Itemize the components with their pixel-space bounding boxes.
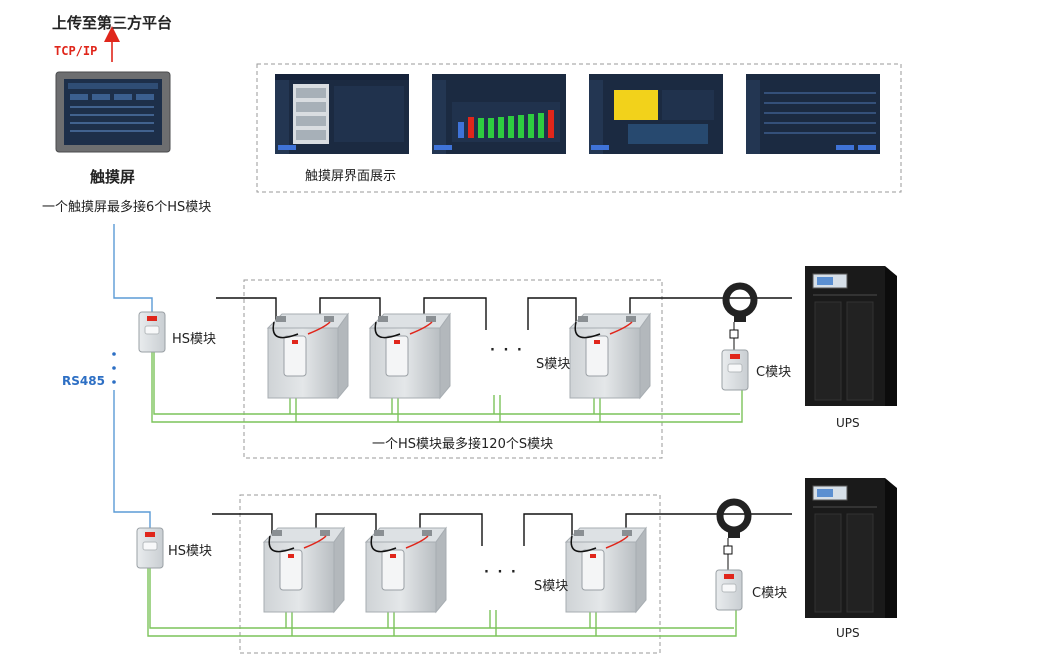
screen-thumb-2 <box>432 74 566 154</box>
group2-ellipsis: · · · <box>484 565 518 580</box>
group2-frame <box>239 494 661 654</box>
s-module-battery-icon <box>365 527 447 613</box>
current-sensor-icon <box>726 286 754 322</box>
hs-module-icon <box>138 311 166 353</box>
screen-thumb-4 <box>746 74 880 154</box>
group2-c-label: C模块 <box>752 586 788 601</box>
group1-capacity-note: 一个HS模块最多接120个S模块 <box>372 437 554 452</box>
protocol-label: TCP/IP <box>54 44 98 58</box>
group2-ups-label: UPS <box>836 626 860 640</box>
s-module-battery-icon <box>565 527 647 613</box>
group2-s-label: S模块 <box>534 579 569 594</box>
s-module-battery-icon <box>267 313 349 399</box>
touchscreen-capacity-note: 一个触摸屏最多接6个HS模块 <box>42 200 212 215</box>
screen-thumb-3 <box>589 74 723 154</box>
group2-hs-label: HS模块 <box>168 544 213 559</box>
touchscreen-title: 触摸屏 <box>90 168 136 186</box>
hs-module-icon <box>136 527 164 569</box>
ups-cabinet-icon <box>804 477 898 619</box>
group1-s-label: S模块 <box>536 357 571 372</box>
c-module-icon <box>721 349 749 391</box>
screen-thumb-1 <box>275 74 409 154</box>
screen-gallery-frame <box>256 63 902 193</box>
group1-ups-label: UPS <box>836 416 860 430</box>
gallery-caption: 触摸屏界面展示 <box>305 169 397 184</box>
upload-target-label: 上传至第三方平台 <box>52 14 173 32</box>
group1-hs-label: HS模块 <box>172 332 217 347</box>
rs485-line-2 <box>113 390 151 528</box>
group1-ellipsis: · · · <box>490 343 524 358</box>
group1-c-label: C模块 <box>756 365 792 380</box>
c-module-icon <box>715 569 743 611</box>
s-module-battery-icon <box>369 313 451 399</box>
current-sensor-icon <box>720 502 748 538</box>
rs485-line-1 <box>113 224 153 312</box>
rs485-label: RS485 <box>62 374 105 388</box>
ups-cabinet-icon <box>804 265 898 407</box>
s-module-battery-icon <box>263 527 345 613</box>
group1-frame <box>243 279 663 459</box>
s-module-battery-icon <box>569 313 651 399</box>
touchscreen-device-icon <box>55 71 171 153</box>
